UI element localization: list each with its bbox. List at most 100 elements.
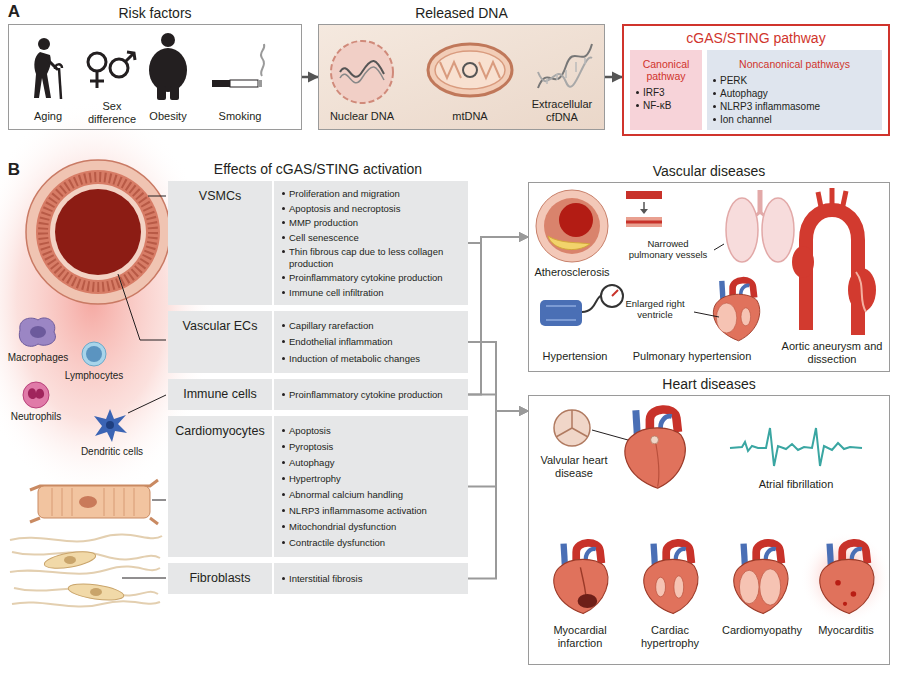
bullet-text: Capillary rarefaction <box>289 320 373 332</box>
list-item: Thin fibrous cap due to less collagen pr… <box>282 246 462 269</box>
disease-label: Aortic aneurysm and dissection <box>777 340 887 366</box>
bullet-text: NLRP3 inflammasome activation <box>289 505 427 517</box>
valve-drawing-part <box>554 410 590 446</box>
valvular-heart <box>625 409 685 488</box>
bullet-dot <box>282 236 285 239</box>
label-slot: Cardiac hypertrophy <box>628 624 712 650</box>
cell-name: Immune cells <box>171 387 269 402</box>
cardiomyopathy-heart-part <box>739 570 759 604</box>
label-slot: Smoking <box>210 110 270 123</box>
dna-label: mtDNA <box>440 110 500 123</box>
valve-drawing <box>554 410 590 446</box>
cell-effect-box: FibroblastsInterstitial fibrosis <box>168 563 468 594</box>
myocarditis-heart <box>820 543 874 614</box>
sex-symbols-part <box>127 52 135 60</box>
bracket-arrow <box>468 395 528 412</box>
mitochondrion-drawing-part <box>428 44 512 96</box>
bullet-text: Proinflammatory cytokine production <box>289 272 443 284</box>
cell-name-column: Vascular ECs <box>168 311 272 373</box>
fibroblast-cell <box>43 549 125 603</box>
atherosclerosis-drawing-part <box>548 236 590 250</box>
cell-effect-box: Vascular ECsCapillary rarefactionEndothe… <box>168 311 468 373</box>
effect-list: Proinflammatory cytokine production <box>272 379 468 410</box>
list-item: PERK <box>713 74 876 87</box>
cell-name: Vascular ECs <box>171 319 269 334</box>
cigarette-icon-part <box>261 44 264 76</box>
list-item: NLRP3 inflammasome <box>713 100 876 113</box>
label-slot: Enlarged right ventricle <box>618 298 692 320</box>
cell-name: Fibroblasts <box>171 571 269 586</box>
obesity-icon-part <box>161 33 175 47</box>
icon-label: Smoking <box>210 110 270 123</box>
nucleus-drawing <box>331 41 393 103</box>
bullet-dot <box>282 509 285 512</box>
vessel-cross-section-part <box>36 170 160 294</box>
list-item: Apoptosis and necroptosis <box>282 203 462 215</box>
valvular-heart-part <box>651 436 659 444</box>
aging-icon-part <box>38 38 50 50</box>
valve-drawing-part <box>556 410 588 437</box>
myocarditis-heart-part <box>843 602 847 606</box>
obesity-icon-part <box>157 86 166 100</box>
sex-symbols-part <box>125 53 134 62</box>
atherosclerosis-drawing-part <box>544 198 600 254</box>
list-item: NF-κB <box>636 99 696 112</box>
pathway-heading: Canonical pathway <box>636 54 696 82</box>
cardiomyocyte-cell <box>30 480 158 524</box>
bullet-text: PERK <box>720 74 747 87</box>
bullet-text: Apoptosis and necroptosis <box>289 203 400 215</box>
label-slot: Macrophages <box>5 352 71 364</box>
atherosclerosis-drawing-part <box>536 190 608 262</box>
cigarette-icon-part <box>258 80 262 87</box>
pulmonary-vessels-part <box>643 202 645 210</box>
pulmonary-vessels <box>626 195 662 222</box>
cardiomyocyte-cell-part <box>30 480 158 524</box>
dendritic-cell <box>94 409 127 442</box>
list-item: Proinflammatory cytokine production <box>282 389 462 401</box>
flow-arrow <box>605 76 622 79</box>
lymphocyte-cell <box>82 342 106 366</box>
cell-name-column: Fibroblasts <box>168 563 272 594</box>
bullet-text: Proliferation and migration <box>289 188 400 200</box>
cell-effect-box: Immune cells Proinflammatory cytokine pro… <box>168 379 468 410</box>
bullet-dot <box>282 445 285 448</box>
pathway-heading: Noncanonical pathways <box>713 54 876 70</box>
label-slot: Sex difference <box>82 100 142 126</box>
panel-heading: Heart diseases <box>529 376 889 393</box>
sex-symbols-part <box>90 80 104 83</box>
fibroblast-cell-part <box>43 549 97 572</box>
label-slot: B <box>4 160 24 180</box>
lymphocyte-cell-part <box>86 346 102 362</box>
bullet-dot <box>282 207 285 210</box>
disease-label: Cardiac hypertrophy <box>628 624 712 650</box>
neutrophil-cell-part <box>28 388 44 399</box>
list-item: IRF3 <box>636 86 696 99</box>
pathway-list-box: Canonical pathwayIRF3NF-κB <box>630 50 702 130</box>
bracket-arrow <box>468 411 528 487</box>
bullet-text: Induction of metabolic changes <box>289 353 420 365</box>
label-slot: Cardiomyopathy <box>717 624 807 637</box>
bullet-text: Contractile dysfunction <box>289 537 385 549</box>
bullet-dot <box>713 118 716 121</box>
flow-arrow <box>302 76 318 79</box>
bullet-dot <box>282 340 285 343</box>
atherosclerosis-drawing-part <box>559 203 593 237</box>
disease-label: Atrial fibrillation <box>736 478 856 491</box>
cell-label: Dendritic cells <box>72 446 152 458</box>
obesity-icon <box>149 33 187 100</box>
list-item: Autophagy <box>713 87 876 100</box>
fibroblast-cell-part <box>90 588 102 596</box>
list-item: Pyroptosis <box>282 441 462 453</box>
myocarditis-glow <box>800 532 892 624</box>
bullet-text: Proinflammatory cytokine production <box>289 389 443 401</box>
mitochondrion-drawing <box>428 44 512 96</box>
disease-label: Hypertension <box>530 350 620 363</box>
valvular-heart-part <box>625 409 685 488</box>
cell-label: Neutrophils <box>5 411 67 423</box>
cigarette-icon-part <box>212 80 230 87</box>
blood-pressure-gauge-part <box>601 285 623 307</box>
leader-line-part <box>118 274 166 340</box>
list-item: Induction of metabolic changes <box>282 353 462 365</box>
